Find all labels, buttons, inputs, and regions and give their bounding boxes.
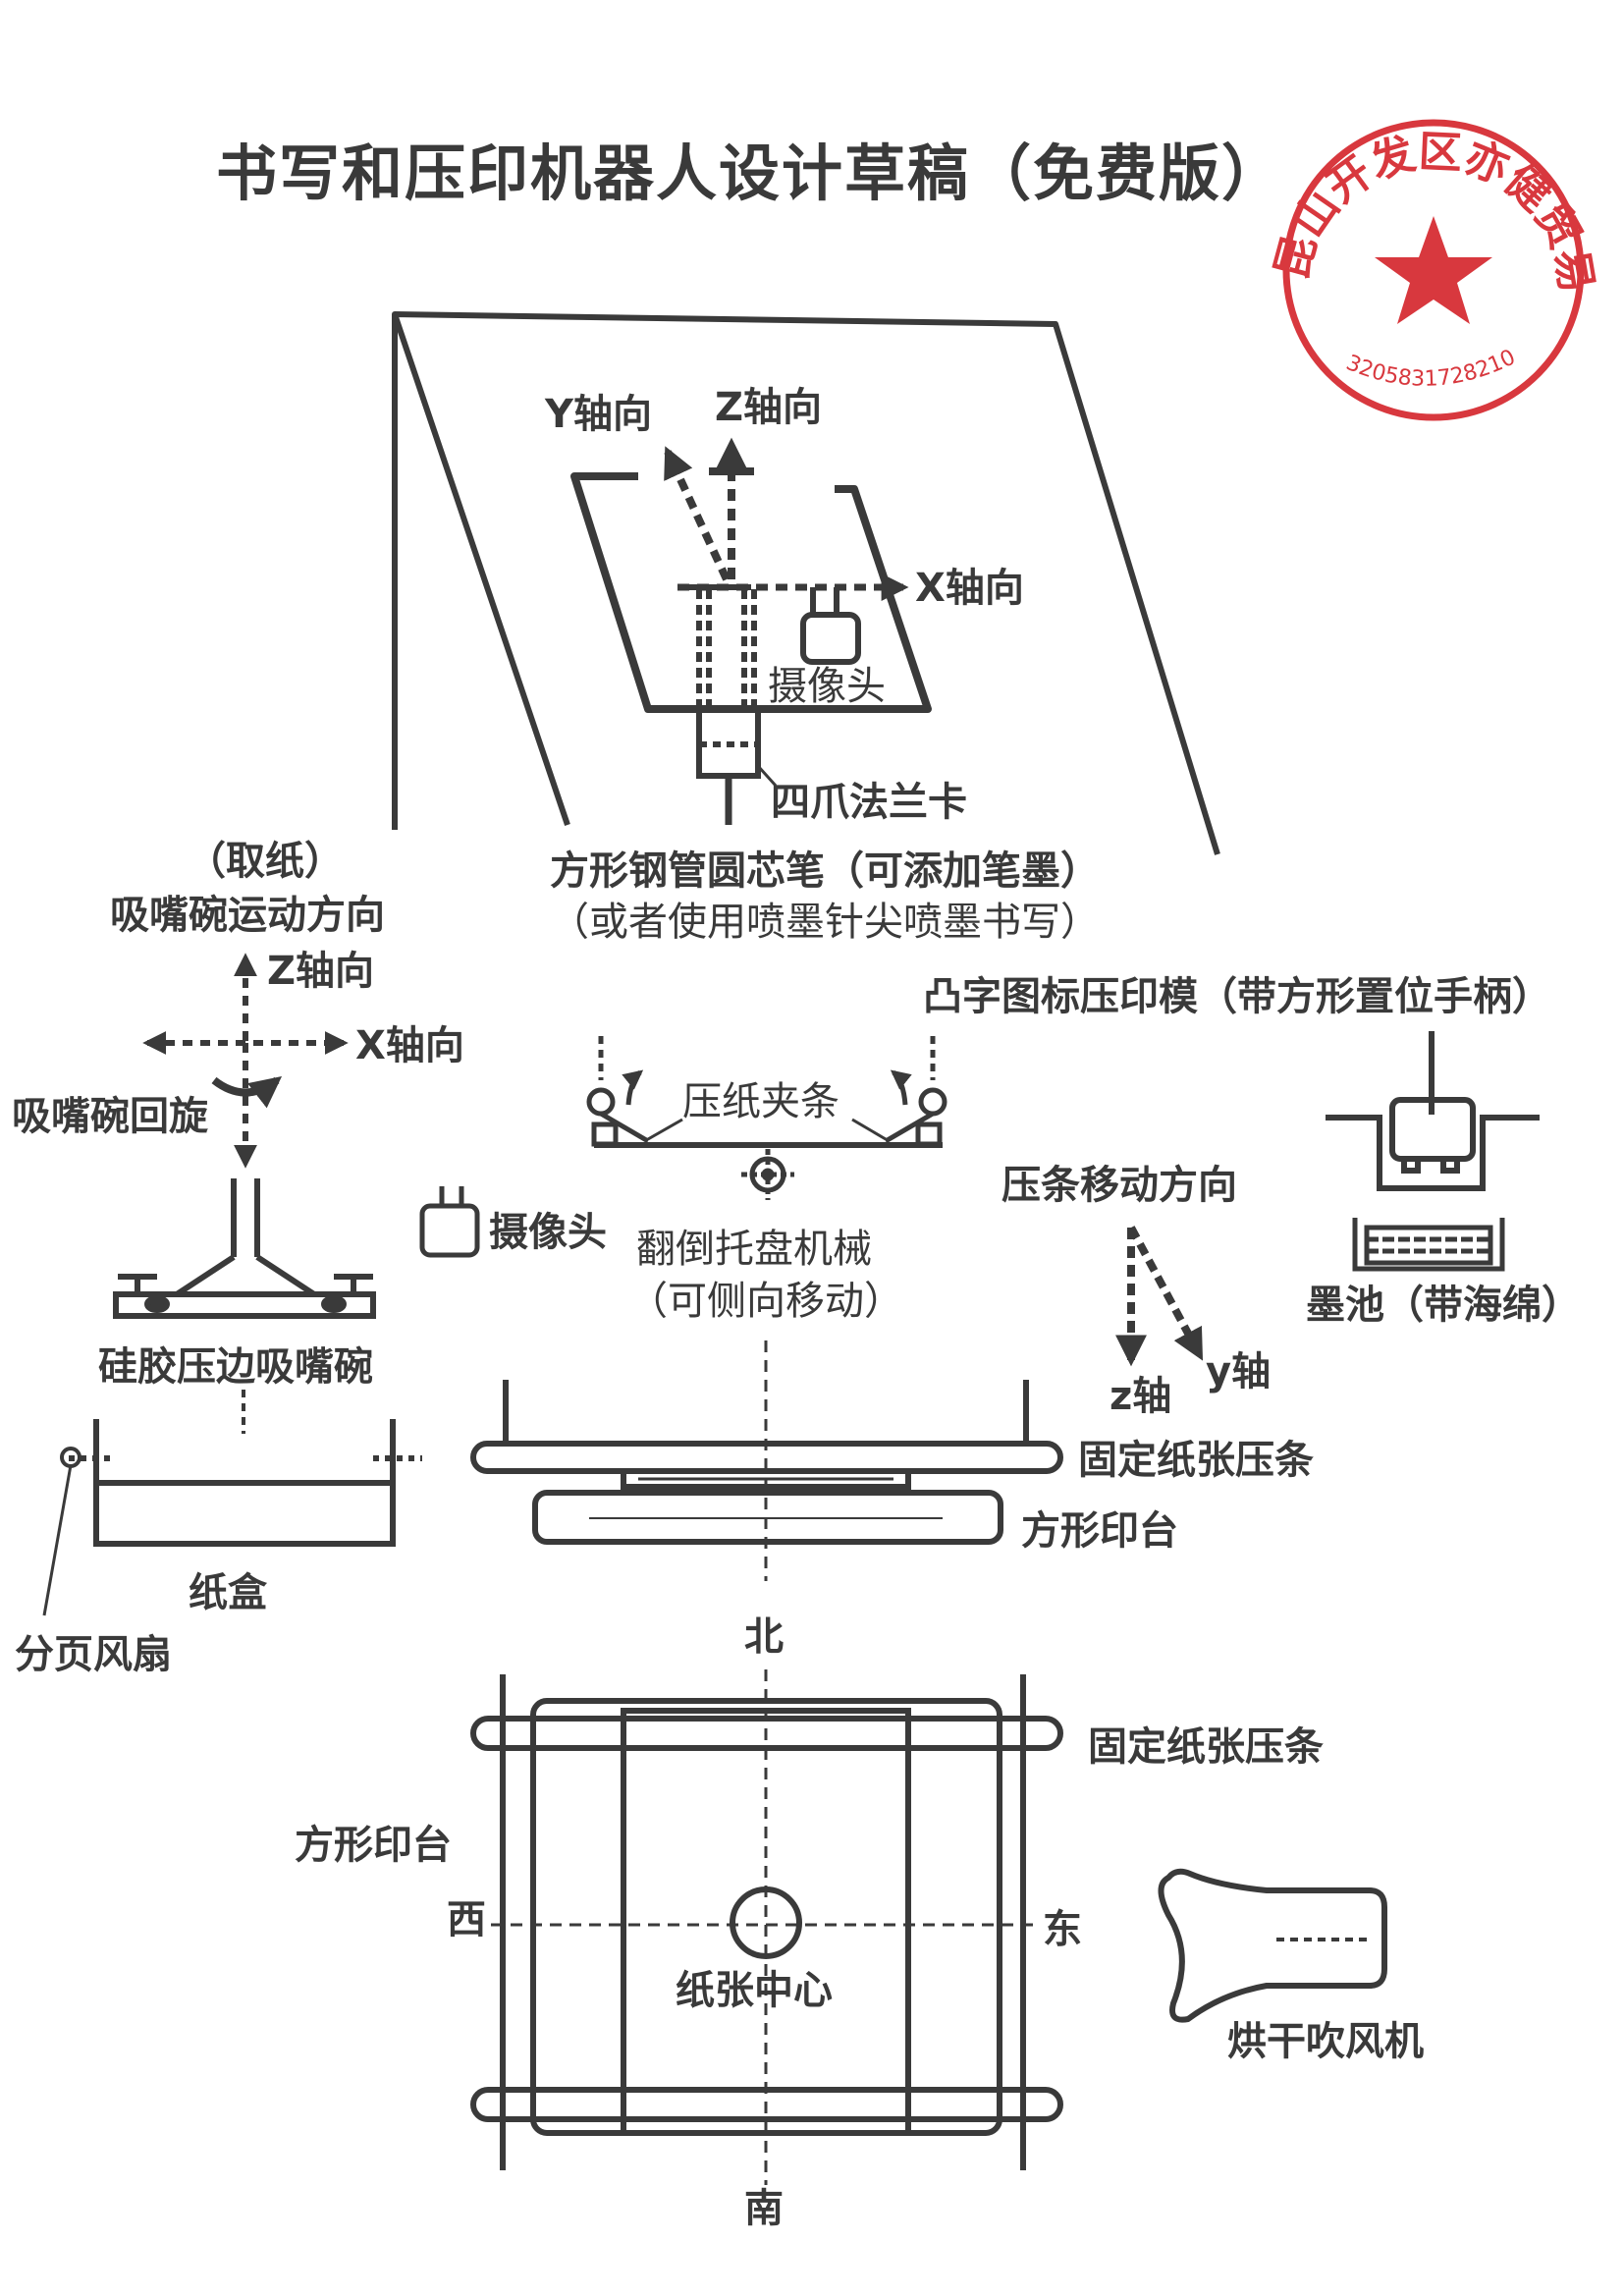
bar-y-label: y轴 [1206,1349,1271,1394]
platform-top [470,1669,1063,2185]
suction-x-label: X轴向 [355,1023,464,1068]
suction-z-label: Z轴向 [267,949,374,994]
platform-side [470,1340,1063,1581]
west-label: 西 [447,1897,486,1942]
ink-pool [1352,1218,1505,1272]
flip-camera-label: 摄像头 [489,1210,607,1255]
dryer-icon [1158,1868,1387,2023]
flip-camera-icon [419,1186,480,1258]
take-paper-label: （取纸） [187,839,344,884]
north-label: 北 [744,1614,784,1660]
seal-number: 3205831728210 [1342,345,1519,391]
rotate-arrow-icon [211,1076,283,1109]
east-label: 东 [1043,1907,1082,1952]
suction-cup [113,1178,376,1319]
press-die-label: 凸字图标压印模（带方形置位手柄） [923,974,1551,1019]
top-pad-label: 方形印台 [295,1823,452,1868]
ink-pool-label: 墨池（带海绵） [1306,1283,1581,1328]
camera-icon [800,587,861,665]
flip-axis-icon [741,1149,794,1200]
y-axis-arrow [664,446,731,581]
dryer-label: 烘干吹风机 [1227,2019,1424,2064]
camera-label: 摄像头 [768,664,886,709]
top-fix-bar-label: 固定纸张压条 [1088,1724,1324,1770]
side-pad-label: 方形印台 [1021,1508,1178,1554]
chuck-leader [756,764,778,788]
bar-y-arrow [1127,1226,1204,1361]
flip-tray-label: 翻倒托盘机械 [636,1227,872,1272]
paper-clamp [586,1036,947,1148]
side-fix-bar-label: 固定纸张压条 [1078,1438,1314,1483]
motion-direction-label: 吸嘴碗运动方向 [110,893,385,938]
flip-tray-label-alt: （可侧向移动） [628,1279,903,1324]
clamp-label: 压纸夹条 [682,1079,839,1124]
pen-holder [677,584,761,825]
paper-box [69,1419,422,1547]
bar-direction-label: 压条移动方向 [1001,1163,1237,1208]
rotate-label: 吸嘴碗回旋 [12,1094,208,1139]
paper-box-label: 纸盒 [189,1570,268,1615]
suction-cup-label: 硅胶压边吸嘴碗 [98,1344,373,1390]
pen-label: 方形钢管圆芯笔（可添加笔墨） [550,848,1100,894]
bar-z-label: z轴 [1110,1374,1171,1419]
fan-label: 分页风扇 [15,1632,172,1677]
page-title: 书写和压印机器人设计草稿（免费版） [216,137,1284,209]
paper-center-label: 纸张中心 [676,1968,833,2013]
x-axis-label: X轴向 [915,566,1024,611]
chuck-label: 四爪法兰卡 [771,780,967,825]
y-axis-label: Y轴向 [544,392,652,437]
press-die [1326,1031,1540,1191]
z-axis-label: Z轴向 [715,385,822,430]
fan-leader [42,1464,73,1616]
south-label: 南 [744,2186,784,2231]
writing-robot-frame [392,311,1220,855]
pen-label-alt: （或者使用喷墨针尖喷墨书写） [550,900,1100,945]
